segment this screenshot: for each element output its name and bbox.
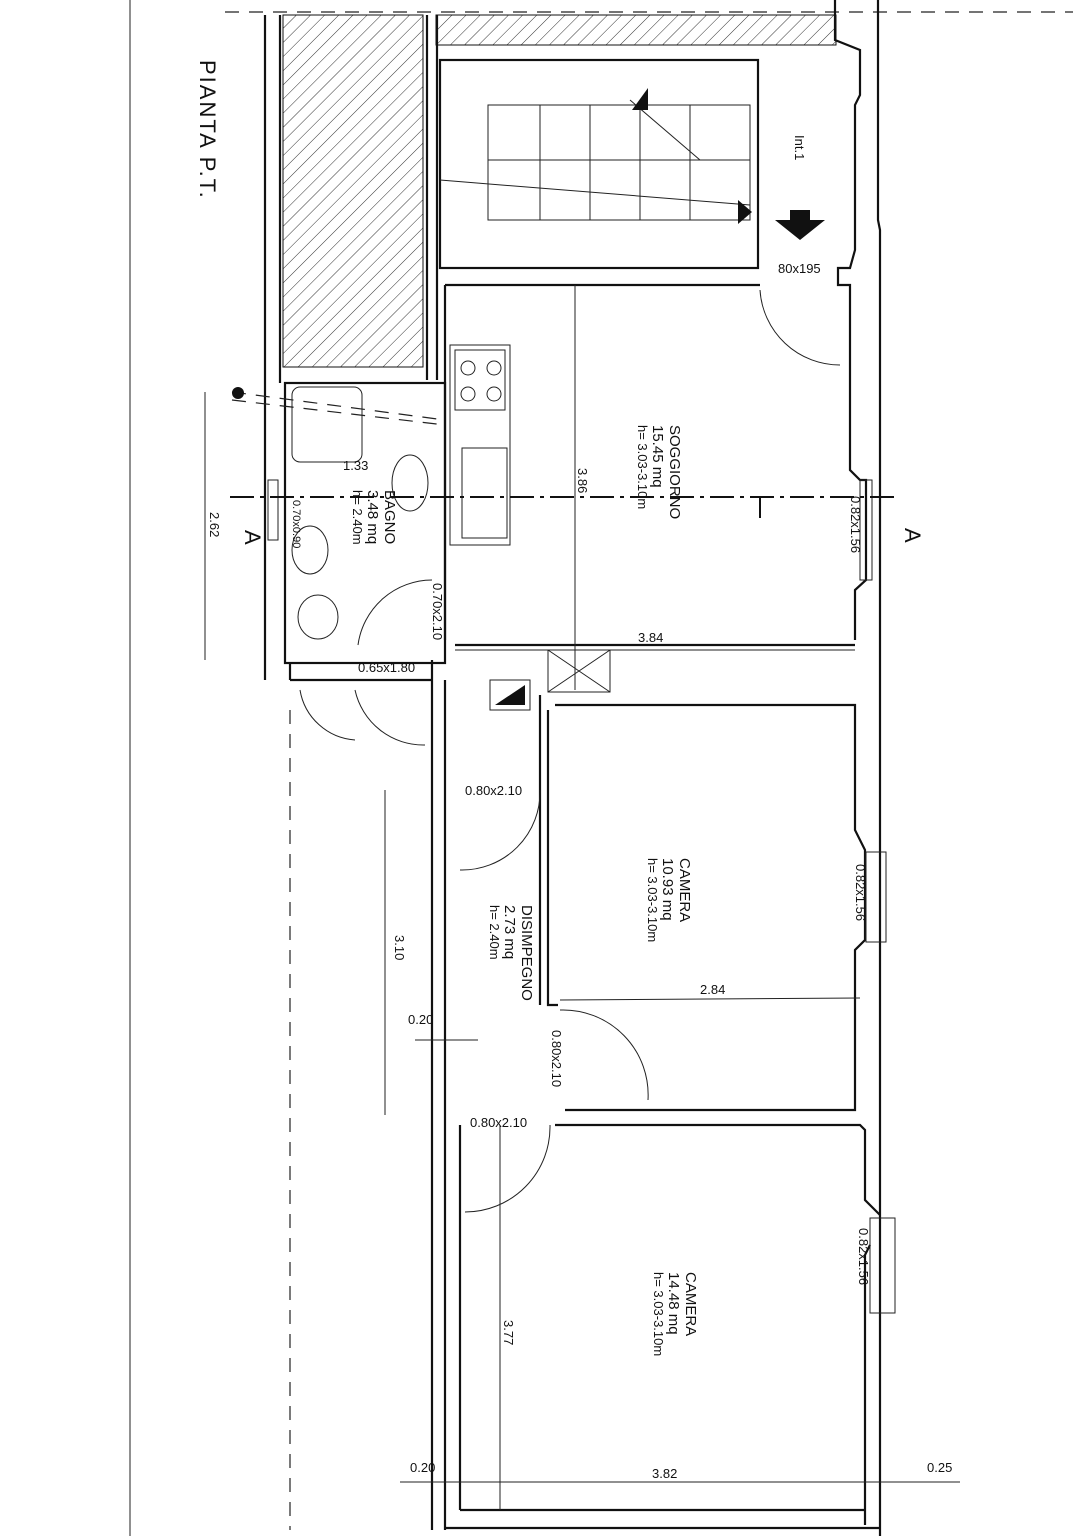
dim-disimpegno-door: 0.80x2.10 [465, 783, 522, 798]
dim-wall-thickness-2: 0.20 [410, 1460, 435, 1475]
svg-text:SOGGIORNO: SOGGIORNO [666, 425, 683, 519]
camera2-window [869, 1217, 896, 1314]
dim-camera2-door: 0.80x2.10 [470, 1115, 527, 1130]
dim-camera1-window: 0.82x1.56 [853, 864, 868, 921]
dim-bagno-length: 2.62 [207, 512, 222, 537]
dim-soggiorno-depth: 3.86 [575, 468, 590, 493]
room-label-camera-1: CAMERA 10.93 mq h= 3.03-3.10m [645, 858, 693, 942]
shower [291, 386, 363, 463]
entrance-door-size: 80x195 [778, 261, 821, 276]
dimension-lines [204, 285, 960, 1530]
room-label-soggiorno: SOGGIORNO 15.45 mq h= 3.03-3.10m [635, 425, 683, 519]
room-label-disimpegno: DISIMPEGNO 2.73 mq h= 2.40m [487, 905, 535, 1001]
closet-door-swing [299, 689, 426, 746]
svg-text:15.45 mq: 15.45 mq [649, 425, 666, 488]
svg-text:h= 3.03-3.10m: h= 3.03-3.10m [651, 1272, 666, 1356]
dim-bagno-width: 1.33 [343, 458, 368, 473]
cooktop [454, 349, 506, 411]
kitchen-counter [449, 344, 511, 546]
plan-title: PIANTA P.T. [195, 60, 220, 200]
bathroom-fixtures [231, 386, 446, 640]
section-marker-left: A [240, 530, 265, 547]
dim-closet-door: 0.65x1.80 [358, 660, 415, 675]
dim-camera1-door: 0.80x2.10 [549, 1030, 564, 1087]
dim-wall-thickness-1: 0.20 [408, 1012, 433, 1027]
camera1-door-swing [559, 1009, 649, 1101]
dim-camera2-window: 0.82x1.56 [856, 1228, 871, 1285]
toilet [297, 594, 339, 640]
svg-text:CAMERA: CAMERA [682, 1272, 699, 1336]
disimpegno-door-swing [459, 789, 541, 871]
drain-icon [232, 387, 244, 399]
electrical-panel [489, 679, 531, 711]
washbasin [391, 454, 429, 512]
bagno-door-swing [357, 579, 433, 646]
svg-text:2.73 mq: 2.73 mq [501, 905, 518, 959]
hatched-area-top [435, 14, 837, 46]
staircase [438, 58, 760, 270]
section-marker-right: A [900, 528, 925, 545]
camera1-window [865, 851, 887, 943]
svg-text:h= 2.40m: h= 2.40m [487, 905, 502, 960]
walls [263, 0, 882, 1536]
dim-disimpegno-length: 3.10 [392, 935, 407, 960]
camera2-door-swing [464, 1124, 551, 1213]
dim-bagno-door: 0.70x2.10 [430, 583, 445, 640]
svg-text:3.48 mq: 3.48 mq [364, 490, 381, 544]
svg-text:h= 3.03-3.10m: h= 3.03-3.10m [645, 858, 660, 942]
svg-text:DISIMPEGNO: DISIMPEGNO [518, 905, 535, 1001]
svg-text:BAGNO: BAGNO [381, 490, 398, 544]
bagno-window [267, 479, 279, 541]
svg-text:h= 2.40m: h= 2.40m [350, 490, 365, 545]
dim-camera2-length: 3.77 [501, 1320, 516, 1345]
svg-text:h= 3.03-3.10m: h= 3.03-3.10m [635, 425, 650, 509]
room-label-bagno: BAGNO 3.48 mq h= 2.40m [350, 490, 398, 545]
entrance-arrow-icon [775, 210, 825, 240]
dim-soggiorno-window: 0.82x1.56 [848, 496, 863, 553]
dim-soggiorno-width: 3.84 [638, 630, 663, 645]
bidet [291, 525, 329, 575]
dim-wall-thickness-3: 0.25 [927, 1460, 952, 1475]
svg-text:14.48 mq: 14.48 mq [665, 1272, 682, 1335]
room-label-camera-2: CAMERA 14.48 mq h= 3.03-3.10m [651, 1272, 699, 1356]
dim-bagno-window: 0.70x0.90 [290, 500, 302, 548]
svg-text:10.93 mq: 10.93 mq [659, 858, 676, 921]
entrance-label: Int.1 [792, 135, 807, 160]
sink [461, 447, 508, 539]
dim-camera2-width: 3.82 [652, 1466, 677, 1481]
soggiorno-window [859, 479, 873, 581]
hatched-area [282, 14, 424, 368]
dim-camera1-width: 2.84 [700, 982, 725, 997]
svg-text:CAMERA: CAMERA [676, 858, 693, 922]
entrance-door-swing [759, 289, 841, 366]
